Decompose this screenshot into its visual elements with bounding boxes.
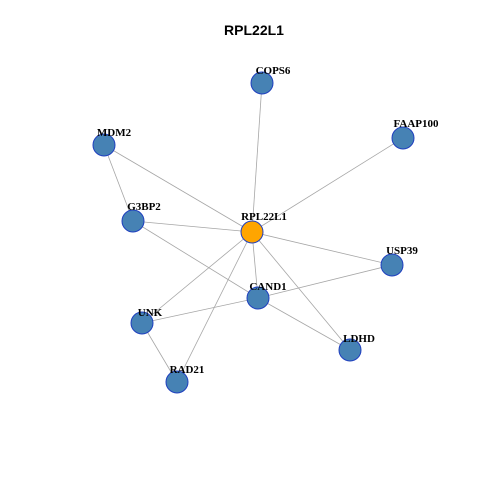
edge-cand1-unk bbox=[141, 297, 259, 324]
node-label-g3bp2: G3BP2 bbox=[127, 201, 161, 213]
node-rpl22l1[interactable] bbox=[240, 220, 264, 244]
edge-g3bp2-cand1 bbox=[132, 220, 259, 299]
node-cand1[interactable] bbox=[246, 286, 270, 310]
edge-rpl22l1-g3bp2 bbox=[132, 220, 253, 233]
node-label-mdm2: MDM2 bbox=[97, 127, 132, 139]
node-label-faap100: FAAP100 bbox=[393, 118, 439, 130]
edge-cand1-ldhd bbox=[257, 297, 351, 351]
node-label-usp39: USP39 bbox=[386, 245, 418, 257]
edge-rpl22l1-usp39 bbox=[251, 231, 393, 266]
node-g3bp2[interactable] bbox=[121, 209, 145, 233]
node-label-unk: UNK bbox=[138, 307, 163, 319]
node-label-ldhd: LDHD bbox=[343, 333, 375, 345]
node-usp39[interactable] bbox=[380, 253, 404, 277]
edge-rpl22l1-ldhd bbox=[251, 231, 351, 351]
edge-rpl22l1-faap100 bbox=[251, 137, 404, 233]
node-label-cand1: CAND1 bbox=[249, 281, 286, 293]
edge-cand1-usp39 bbox=[257, 264, 393, 299]
edge-mdm2-g3bp2 bbox=[103, 144, 134, 222]
edge-rpl22l1-unk bbox=[141, 231, 253, 324]
node-label-rpl22l1: RPL22L1 bbox=[241, 211, 287, 223]
edge-rpl22l1-mdm2 bbox=[103, 144, 253, 233]
graph-title: RPL22L1 bbox=[224, 22, 284, 38]
node-mdm2[interactable] bbox=[92, 133, 116, 157]
node-unk[interactable] bbox=[130, 311, 154, 335]
node-label-rad21: RAD21 bbox=[170, 364, 205, 376]
edge-rpl22l1-cops6 bbox=[251, 82, 263, 233]
node-label-cops6: COPS6 bbox=[256, 65, 291, 77]
node-faap100[interactable] bbox=[391, 126, 415, 150]
node-layer bbox=[92, 71, 415, 394]
node-cops6[interactable] bbox=[250, 71, 274, 95]
node-rad21[interactable] bbox=[165, 370, 189, 394]
node-ldhd[interactable] bbox=[338, 338, 362, 362]
